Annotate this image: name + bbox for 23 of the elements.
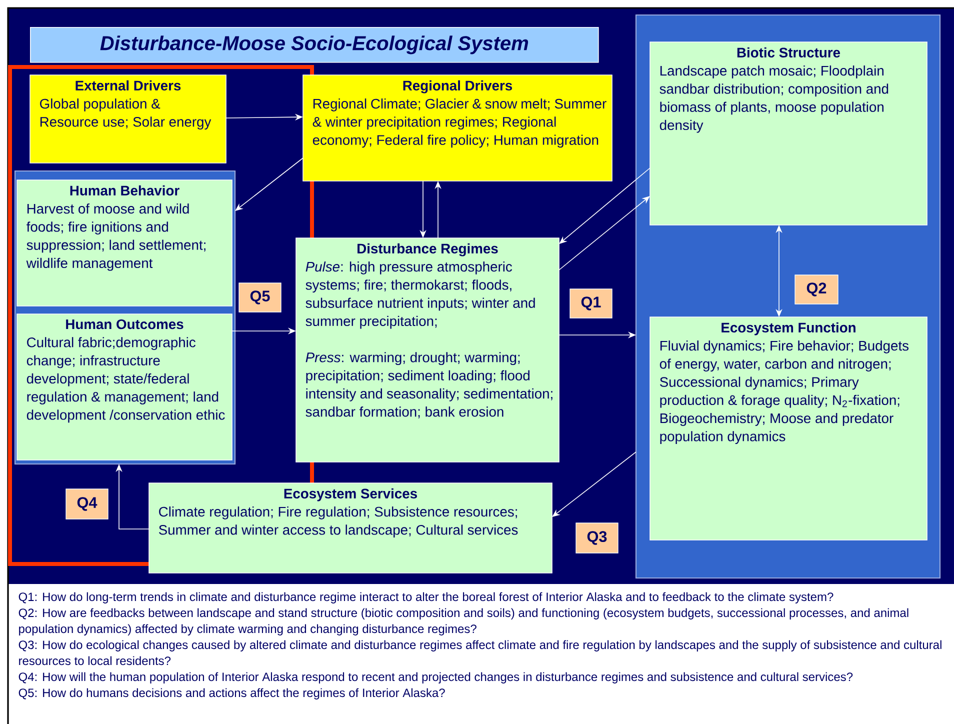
info-box: Human Outcomes Cultural fabric;demographic change; infrastructure development; state/federal regulation & management; land development /conservation ethic [16,314,232,460]
question-text: Q1: How do long-term trends in climate and disturbance regime interact to alter the boreal forest of Interior Alaska and to feedback to the climate system? [18,592,834,604]
info-box: Ecosystem Function Fluvial dynamics; Fire behavior; Budgets of energy, water, carbon and nitrogen; Successional dynamics; Primary production & forage quality; N$_{2}$-fixation; Biogeochemistry; Moose and predator population dynamics [650,316,928,540]
arrow [235,158,304,211]
arrow [559,168,650,244]
info-box: Disturbance Regimes Pulse: high pressure atmospheric systems; fire; thermokarst; floods, subsurface nutrient inputs; winter and summer precipitation; Press: warming; drought; warming; precipitation; sediment loading; flood intensity and seasonality; sedimentation; sandbar formation; bank erosion [296,238,560,462]
question-badge: Q3 [576,522,618,554]
info-box: Human Behavior Harvest of moose and wild foods; fire ignitions and suppression; land settlement; wildlife management [16,180,232,306]
question-text: Q5: How do humans decisions and actions affect the regimes of Interior Alaska? [18,688,445,700]
arrow [558,196,650,270]
driver-box: Regional Drivers Regional Climate; Glacier & snow melt; Summer & winter precipitation regimes; Regional economy; Federal fire policy; Human migration [302,74,612,182]
question-badge: Q5 [238,282,282,312]
driver-box: External Drivers Global population & Resource use; Solar energy [30,74,226,164]
info-box: Biotic Structure Landscape patch mosaic; Floodplain sandbar distribution; composition and biomass of plants, moose population density [650,42,928,226]
question-badge: Q4 [66,488,108,520]
info-box: Ecosystem Services Climate regulation; Fire regulation; Subsistence resources; Summer and winter access to landscape; Cultural services [148,482,552,574]
question-text: Q4: How will the human population of Interior Alaska respond to recent and projected changes in disturbance regimes and subsistence and cultural services? [18,672,853,684]
arrow [552,452,636,517]
question-badge: Q1 [570,288,612,318]
question-text: Q3: How do ecological changes caused by altered climate and disturbance regimes affect climate and fire regulation by landscapes and the supply of subsistence and cultural resources to local residents? [18,640,942,666]
title-banner: Disturbance-Moose Socio-Ecological System [30,27,599,63]
question-text: Q2: How are feedbacks between landscape and stand structure (biotic composition and soils) and functioning (ecosystem budgets, successional processes, and animal population dynamics) affected by climate warming and changing disturbance regimes? [18,608,908,636]
question-badge: Q2 [794,274,838,304]
